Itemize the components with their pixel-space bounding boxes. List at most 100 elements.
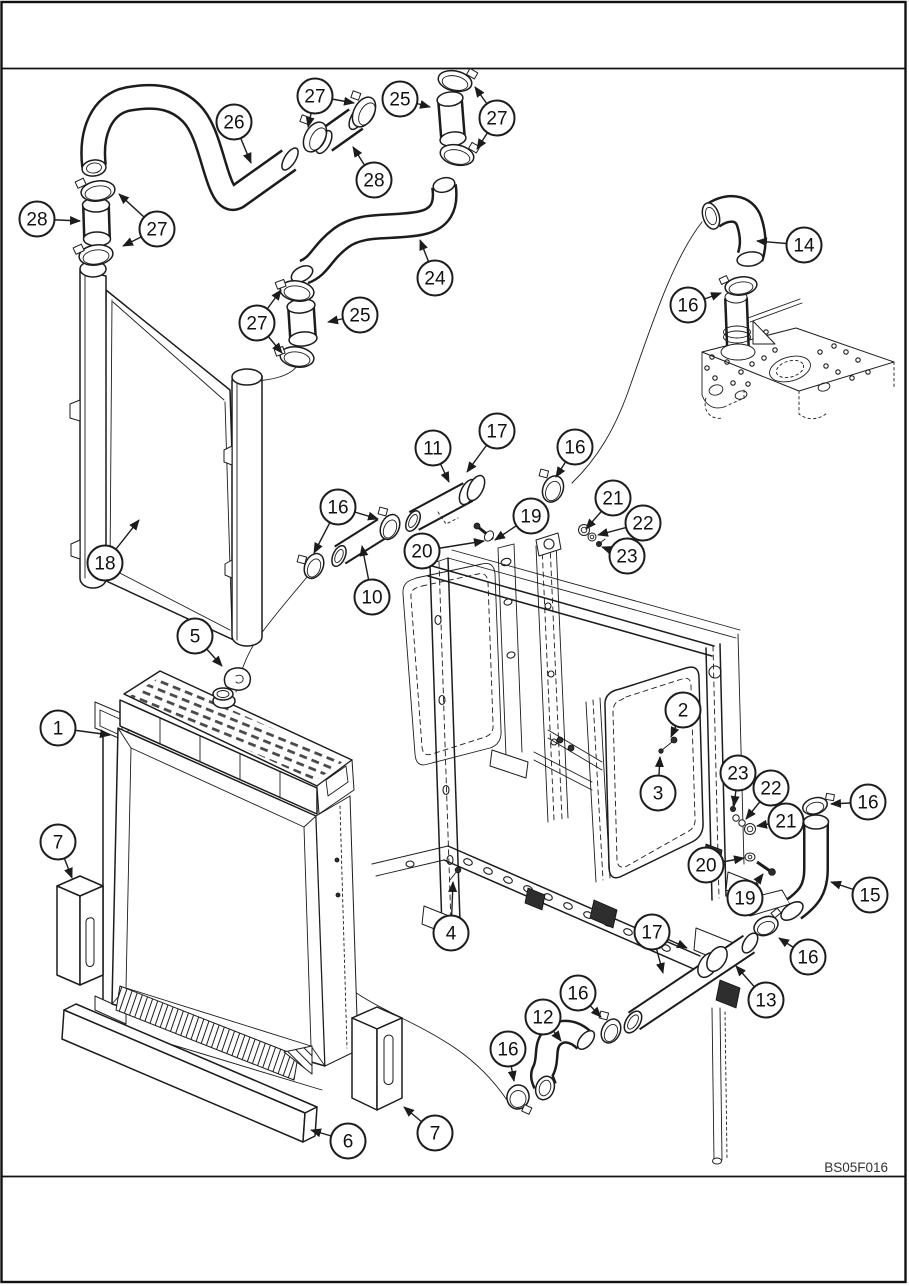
svg-text:17: 17 (486, 422, 507, 443)
part-strip-6 (61, 1003, 318, 1143)
svg-text:21: 21 (602, 489, 623, 510)
svg-text:28: 28 (26, 210, 47, 231)
svg-text:19: 19 (520, 507, 541, 528)
callout-13: 13 (735, 965, 785, 1019)
part-tube-13 (623, 932, 759, 1034)
callouts-layer: 1234567710111213141516161616161616171718… (18, 77, 889, 1160)
svg-text:15: 15 (859, 886, 880, 907)
stack-left-27-28-27 (72, 177, 116, 266)
callout-15: 15 (830, 876, 889, 914)
svg-text:23: 23 (616, 547, 637, 568)
svg-text:25: 25 (349, 306, 370, 327)
clamp-16d (802, 792, 835, 816)
callout-26: 26 (215, 103, 253, 164)
part-hose-12 (506, 1010, 622, 1115)
callout-20: 20 (687, 846, 745, 884)
callout-7: 7 (39, 823, 77, 879)
part-engine-block (701, 290, 895, 420)
callout-17: 17 (633, 913, 688, 974)
clamp-16a (718, 275, 758, 296)
part-elbow-14 (701, 195, 767, 296)
figure-code: BS05F016 (824, 1160, 888, 1175)
callout-14: 14 (756, 226, 823, 264)
svg-text:27: 27 (146, 220, 167, 241)
callout-21: 21 (756, 802, 805, 840)
callout-16: 16 (559, 974, 602, 1018)
clamp-27-ms-top (274, 278, 315, 302)
svg-text:14: 14 (793, 236, 815, 257)
callout-19: 19 (494, 497, 550, 541)
svg-text:2: 2 (678, 701, 689, 722)
svg-text:20: 20 (695, 856, 716, 877)
part-tube-10 (296, 506, 401, 580)
callout-16: 16 (830, 783, 887, 821)
svg-text:6: 6 (343, 1132, 354, 1153)
callout-1: 1 (39, 709, 111, 747)
svg-text:7: 7 (53, 833, 64, 854)
clamp-27-tr-top (437, 67, 479, 93)
svg-text:16: 16 (564, 438, 585, 459)
clamp-27-mid-right (350, 90, 377, 128)
svg-text:17: 17 (641, 923, 662, 944)
clamp-16b (538, 468, 565, 503)
callout-25: 25 (327, 296, 379, 334)
part-shroud-support-frame (371, 522, 791, 1165)
svg-text:16: 16 (677, 296, 698, 317)
svg-text:11: 11 (423, 439, 443, 460)
callout-2: 2 (664, 691, 702, 738)
callout-17: 17 (466, 412, 516, 473)
callout-27: 27 (238, 289, 283, 354)
callout-27: 27 (474, 86, 516, 150)
svg-text:5: 5 (190, 627, 201, 648)
svg-text:27: 27 (486, 109, 507, 130)
callout-16: 16 (489, 1030, 527, 1082)
callout-23: 23 (601, 537, 646, 575)
callout-28: 28 (352, 146, 393, 199)
svg-text:25: 25 (389, 90, 410, 111)
collar-17 (697, 945, 728, 979)
callout-20: 20 (403, 532, 485, 570)
svg-text:21: 21 (775, 812, 796, 833)
part-isolator-7-right (351, 1006, 403, 1111)
part-isolator-7-left (56, 875, 104, 986)
callout-7: 7 (403, 1106, 454, 1152)
svg-text:16: 16 (327, 498, 348, 519)
callout-6: 6 (310, 1122, 367, 1160)
part-hose-24 (290, 176, 458, 285)
svg-text:16: 16 (857, 793, 878, 814)
svg-text:1: 1 (53, 719, 64, 740)
svg-text:27: 27 (304, 87, 325, 108)
callout-19: 19 (726, 873, 764, 917)
callout-24: 24 (416, 239, 454, 297)
stack-top-middle-27-28-27 (299, 90, 377, 155)
callout-16: 16 (778, 937, 827, 976)
svg-text:27: 27 (246, 314, 267, 335)
callout-22: 22 (597, 504, 662, 542)
svg-text:23: 23 (727, 764, 748, 785)
svg-text:22: 22 (760, 779, 781, 800)
svg-text:19: 19 (734, 889, 755, 910)
clamp-27-mid-left (299, 114, 328, 153)
svg-text:20: 20 (411, 542, 432, 563)
svg-text:4: 4 (446, 924, 457, 945)
part-cooler-18 (69, 260, 263, 647)
svg-text:18: 18 (94, 554, 115, 575)
svg-text:7: 7 (430, 1124, 441, 1145)
callout-12: 12 (524, 998, 562, 1042)
callout-16: 16 (313, 488, 379, 554)
svg-text:22: 22 (632, 514, 653, 535)
callout-27: 27 (118, 193, 176, 248)
stack-middle-27-25-27 (273, 278, 318, 368)
svg-text:16: 16 (497, 1040, 518, 1061)
clamp-16g (506, 1084, 533, 1115)
callout-16: 16 (555, 428, 594, 478)
callout-27: 27 (296, 77, 355, 128)
callout-18: 18 (86, 519, 140, 582)
callout-28: 28 (18, 200, 81, 238)
svg-text:3: 3 (653, 784, 664, 805)
svg-text:16: 16 (567, 984, 588, 1005)
callout-22: 22 (745, 769, 790, 820)
